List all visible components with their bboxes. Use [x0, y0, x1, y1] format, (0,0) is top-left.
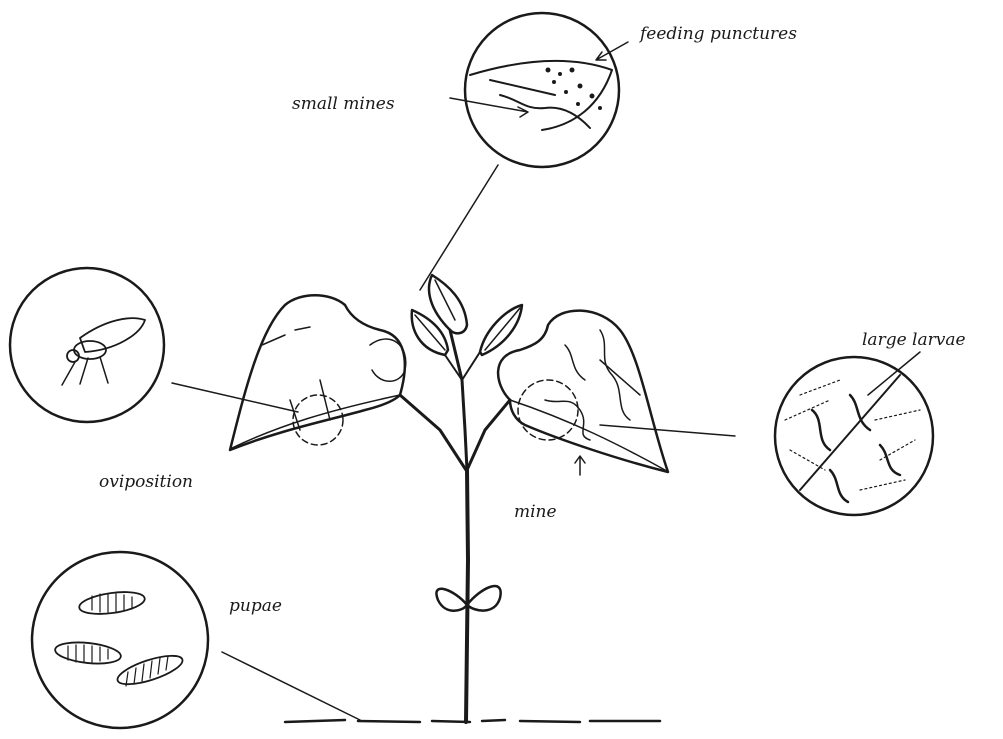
inset-feeding-punctures [450, 13, 628, 167]
left-leaf [230, 295, 406, 450]
label-large-larvae: large larvae [862, 330, 966, 350]
pupa-3 [115, 650, 186, 690]
callout-lines [172, 165, 920, 720]
label-small-mines: small mines [292, 94, 395, 114]
pupa-1 [78, 589, 146, 618]
pupa-2 [54, 640, 122, 667]
inset-large-larvae [775, 357, 933, 515]
right-leaf [498, 311, 668, 475]
label-pupae: pupae [229, 596, 282, 616]
label-oviposition: oviposition [99, 472, 193, 492]
inset-adult-fly [10, 268, 164, 422]
label-mine: mine [514, 502, 557, 522]
label-feeding-punctures: feeding punctures [640, 24, 797, 44]
plant-stem [400, 330, 510, 722]
top-leaves [412, 275, 522, 355]
ground-line [285, 720, 660, 722]
inset-pupae [32, 552, 208, 728]
